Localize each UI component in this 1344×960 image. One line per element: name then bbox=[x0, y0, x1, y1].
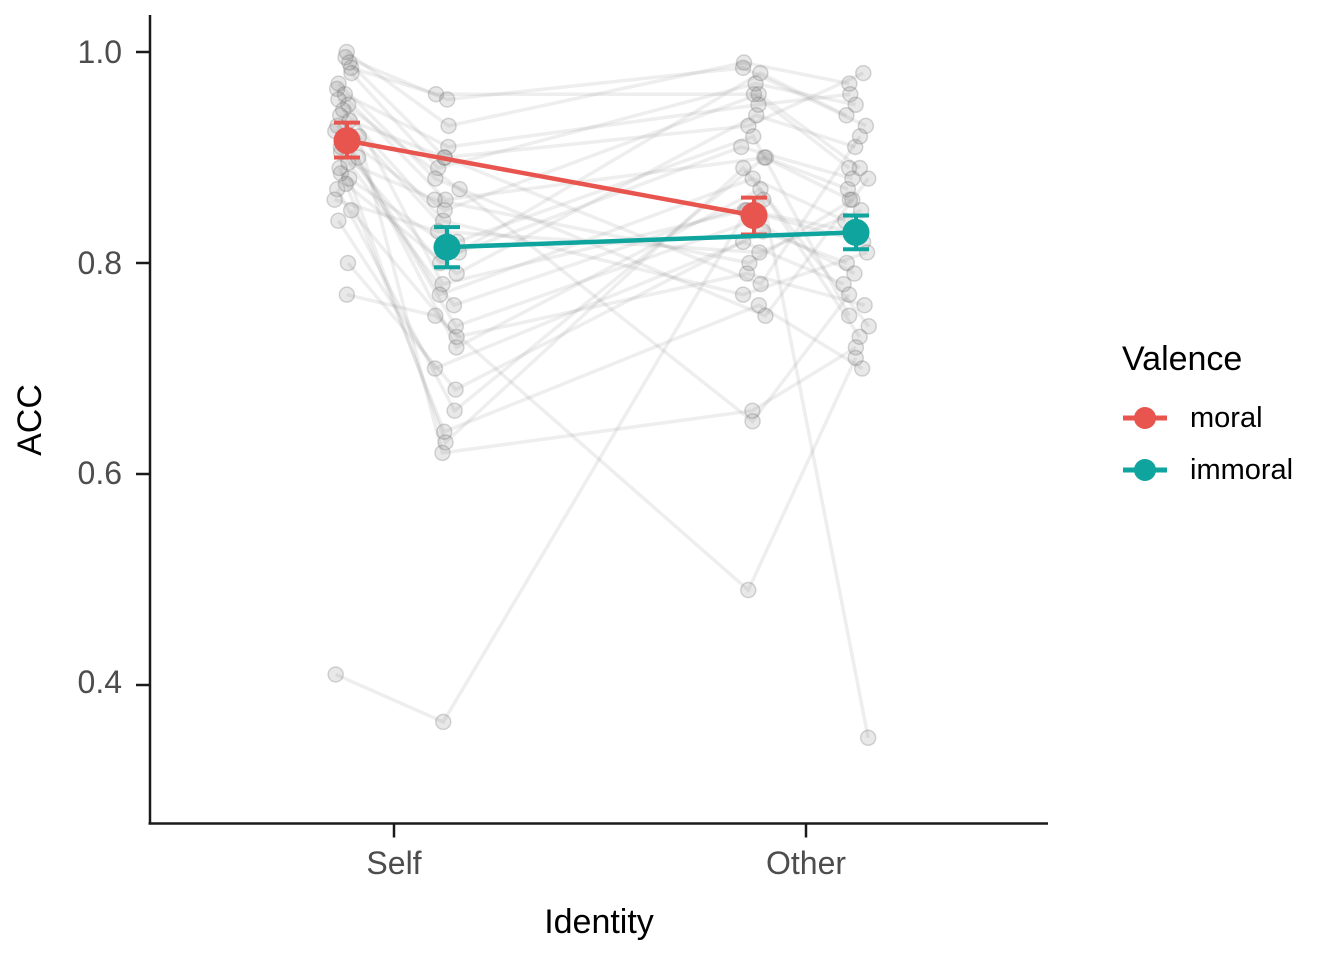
y-tick-label: 0.4 bbox=[77, 664, 122, 700]
legend-label-moral: moral bbox=[1190, 401, 1263, 434]
legend-item-moral: moral bbox=[1122, 401, 1342, 434]
legend-label-immoral: immoral bbox=[1190, 453, 1294, 486]
legend-item-immoral: immoral bbox=[1122, 453, 1342, 486]
y-tick-label: 0.8 bbox=[77, 245, 122, 281]
x-tick-label-other: Other bbox=[765, 845, 847, 881]
y-tick-label: 0.6 bbox=[77, 455, 122, 491]
legend: Valence moral immoral bbox=[1122, 340, 1342, 507]
legend-key-immoral-icon bbox=[1123, 459, 1167, 481]
x-axis-title: Identity bbox=[544, 903, 654, 941]
legend-key-moral-icon bbox=[1123, 407, 1167, 429]
y-tick-label: 1.0 bbox=[77, 34, 122, 70]
x-tick-label-self: Self bbox=[366, 845, 422, 881]
legend-title: Valence bbox=[1122, 340, 1243, 378]
y-axis-title: ACC bbox=[11, 384, 49, 456]
